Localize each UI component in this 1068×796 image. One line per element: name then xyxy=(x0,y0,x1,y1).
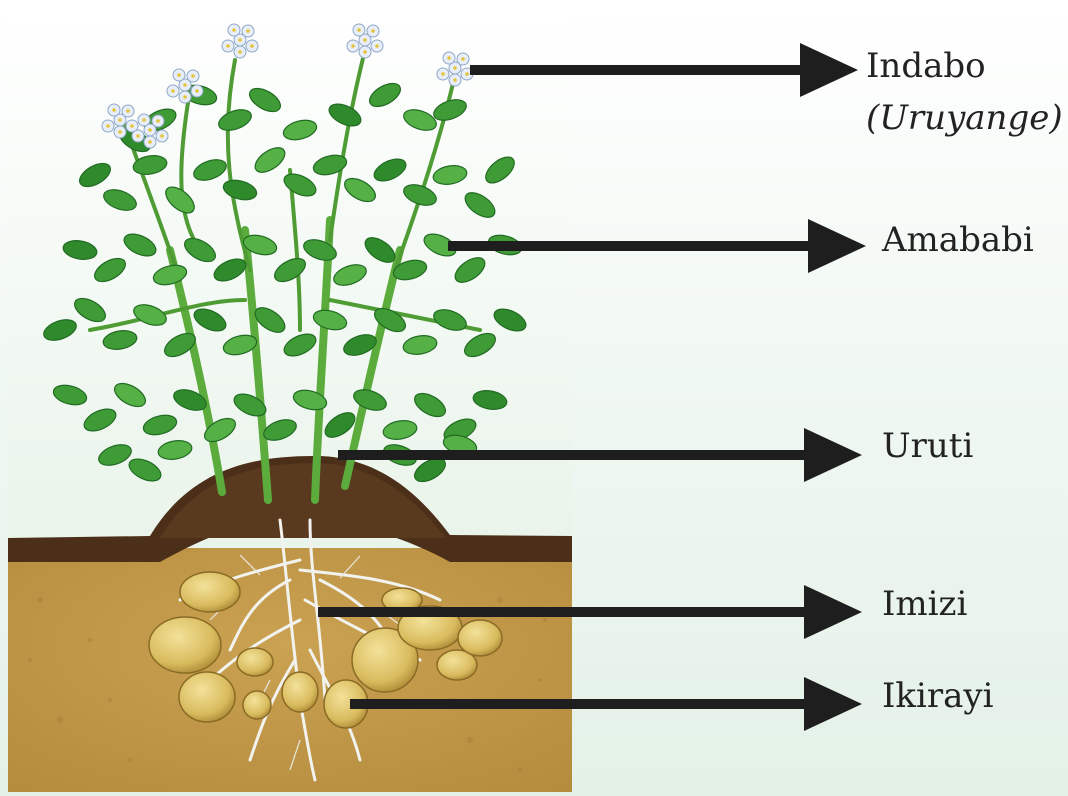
label-roots: Imizi xyxy=(882,584,967,624)
label-stem: Uruti xyxy=(882,426,973,466)
label-tuber: Ikirayi xyxy=(882,676,994,716)
label-leaves: Amababi xyxy=(882,220,1034,260)
label-flower-alt: (Uruyange) xyxy=(866,98,1063,138)
label-flower: Indabo xyxy=(866,46,986,86)
